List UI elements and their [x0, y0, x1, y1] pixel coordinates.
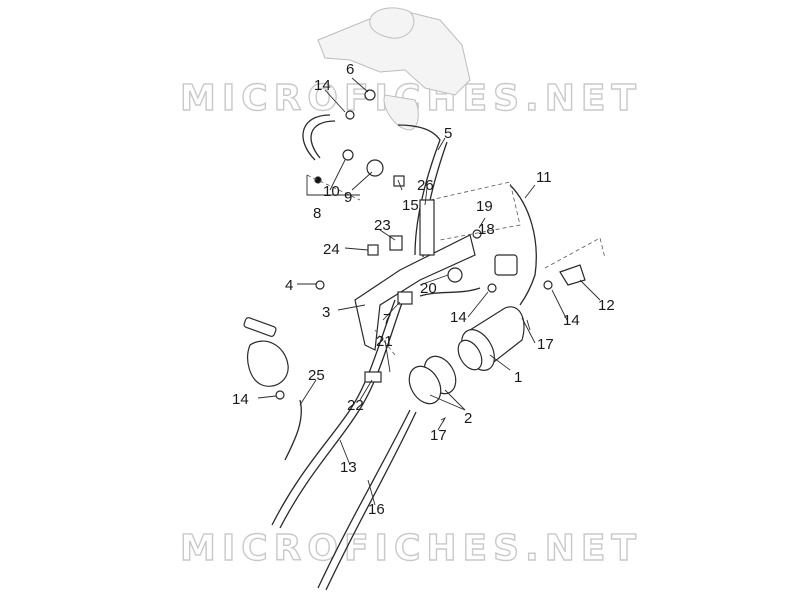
callout-11: 11 — [536, 169, 552, 186]
callout-26: 26 — [417, 177, 434, 194]
part-20 — [447, 267, 463, 283]
callout-5: 5 — [444, 125, 452, 142]
part-10 — [342, 149, 354, 161]
elbow-12 — [559, 264, 586, 286]
canister-1 — [457, 306, 525, 371]
arrow-17-bottom — [437, 416, 447, 431]
callout-14-mid: 14 — [450, 309, 467, 326]
callout-17-right: 17 — [537, 336, 554, 353]
part-24 — [367, 244, 379, 256]
part-14-top — [345, 110, 355, 120]
part-14-left — [275, 390, 285, 400]
callout-9: 9 — [344, 189, 352, 206]
fuel-tank-ghost — [317, 7, 471, 131]
part-26 — [419, 199, 435, 256]
callout-13: 13 — [340, 459, 357, 476]
callout-6: 6 — [346, 61, 354, 78]
callout-2: 2 — [464, 410, 472, 427]
clamps-2 — [408, 355, 457, 405]
hose-25 — [284, 399, 302, 461]
part-14-right — [543, 280, 553, 290]
valve-18 — [494, 254, 518, 276]
callout-14-left: 14 — [232, 391, 249, 408]
callout-23: 23 — [374, 217, 391, 234]
bracket-3 — [354, 234, 476, 351]
callout-3: 3 — [322, 304, 330, 321]
callout-18: 18 — [478, 221, 495, 238]
callout-25: 25 — [308, 367, 325, 384]
part-15 — [393, 175, 405, 187]
throttle-body — [243, 317, 289, 387]
part-19 — [472, 229, 482, 239]
hose-8 — [302, 114, 331, 161]
callout-4: 4 — [285, 277, 293, 294]
part-4 — [315, 280, 325, 290]
callout-21: 21 — [376, 333, 393, 350]
arrow-17-right — [526, 319, 531, 331]
part-9 — [366, 159, 384, 177]
callout-8: 8 — [313, 205, 321, 222]
part-14-mid — [487, 283, 497, 293]
part-23 — [389, 235, 403, 251]
callout-7: 7 — [383, 311, 391, 328]
dot-part — [314, 176, 322, 184]
callout-14-right: 14 — [563, 312, 580, 329]
hose-16 — [317, 409, 411, 589]
callout-15: 15 — [402, 197, 419, 214]
part-22 — [364, 371, 382, 383]
leaders — [257, 77, 601, 506]
hose-11 — [509, 184, 537, 306]
hose-5 — [397, 124, 441, 256]
callout-labels: 1 2 3 4 5 6 7 8 9 10 11 12 13 14 14 14 1… — [232, 61, 615, 518]
part-6 — [364, 89, 376, 101]
part-7 — [397, 291, 413, 305]
callout-19: 19 — [476, 198, 493, 215]
watermark-bottom: MICROFICHES.NET — [180, 528, 642, 569]
callout-14-top: 14 — [314, 77, 331, 94]
callout-16: 16 — [368, 501, 385, 518]
callout-10: 10 — [323, 183, 340, 200]
callout-17-bottom: 17 — [430, 427, 447, 444]
callout-20: 20 — [420, 280, 437, 297]
callout-22: 22 — [347, 397, 364, 414]
callout-12: 12 — [598, 297, 615, 314]
callout-1: 1 — [514, 369, 522, 386]
callout-24: 24 — [323, 241, 340, 258]
